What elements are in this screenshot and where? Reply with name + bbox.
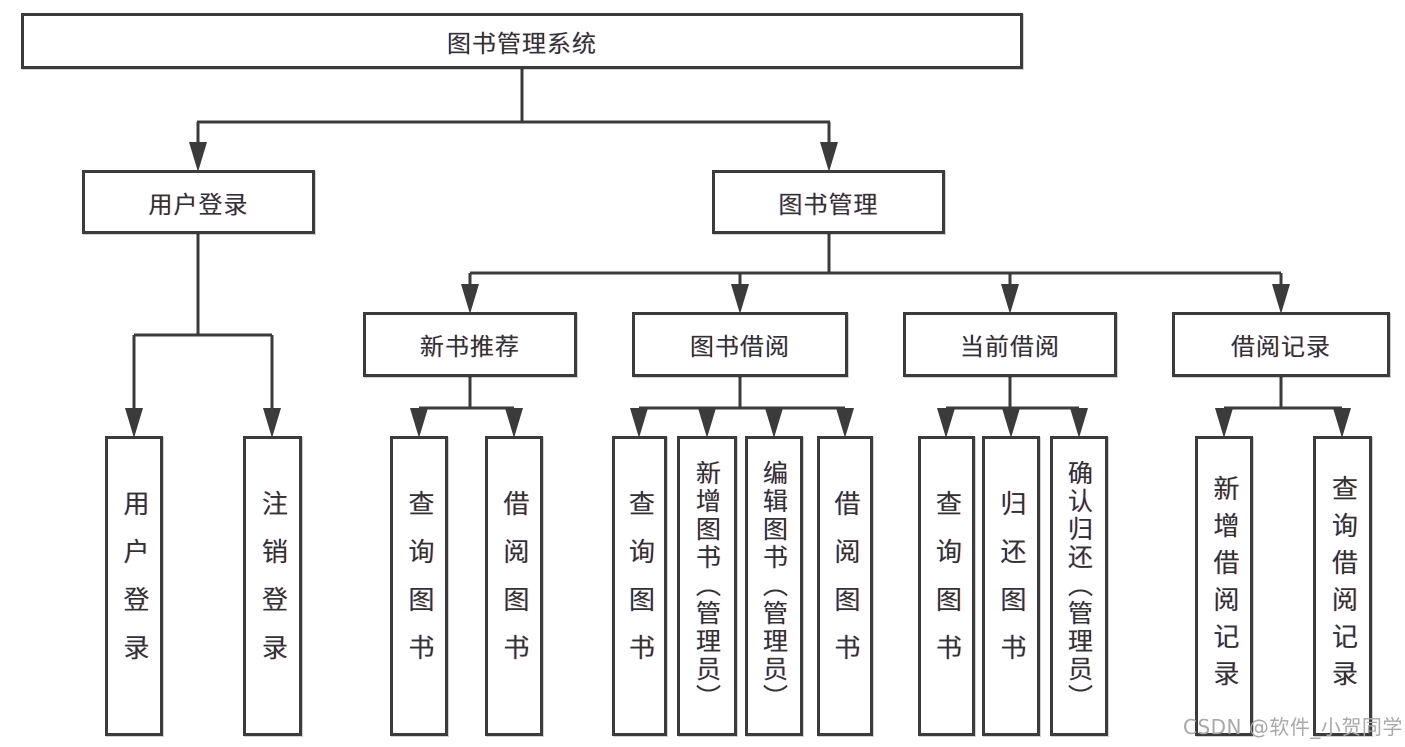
leaf-newbook-borrow: 借阅图书 bbox=[485, 436, 543, 736]
leaf-logout: 注销登录 bbox=[243, 436, 302, 736]
system-root-label: 图书管理系统 bbox=[447, 29, 597, 58]
watermark-text: CSDN @软件_小贺同学 bbox=[1183, 715, 1403, 739]
book-management-label: 图书管理 bbox=[778, 190, 879, 219]
leaf-borrow-add-admin: 新增图书（管理员） bbox=[677, 436, 737, 736]
book-borrow-box: 图书借阅 bbox=[632, 312, 848, 377]
user-login-box: 用户登录 bbox=[82, 170, 315, 234]
leaf-borrow-query: 查询图书 bbox=[612, 436, 667, 736]
leaf-borrow-borrow: 借阅图书 bbox=[817, 436, 873, 736]
borrow-records-label: 借阅记录 bbox=[1231, 333, 1331, 361]
book-management-box: 图书管理 bbox=[712, 170, 945, 234]
new-book-recommend-box: 新书推荐 bbox=[363, 312, 577, 377]
leaf-current-confirm-admin: 确认归还（管理员） bbox=[1050, 436, 1108, 736]
leaf-newbook-query: 查询图书 bbox=[390, 436, 448, 736]
leaf-records-add: 新增借阅记录 bbox=[1195, 436, 1253, 736]
leaf-borrow-edit-admin: 编辑图书（管理员） bbox=[745, 436, 803, 736]
leaf-user-login: 用户登录 bbox=[105, 436, 163, 736]
leaf-records-query: 查询借阅记录 bbox=[1313, 436, 1372, 736]
book-borrow-label: 图书借阅 bbox=[690, 333, 790, 361]
borrow-records-box: 借阅记录 bbox=[1172, 312, 1390, 377]
current-borrow-box: 当前借阅 bbox=[903, 312, 1117, 377]
user-login-label: 用户登录 bbox=[148, 190, 249, 219]
system-root-box: 图书管理系统 bbox=[21, 13, 1023, 69]
leaf-current-query: 查询图书 bbox=[918, 436, 975, 736]
leaf-current-return: 归还图书 bbox=[982, 436, 1040, 736]
current-borrow-label: 当前借阅 bbox=[960, 333, 1060, 361]
new-book-recommend-label: 新书推荐 bbox=[420, 333, 520, 361]
